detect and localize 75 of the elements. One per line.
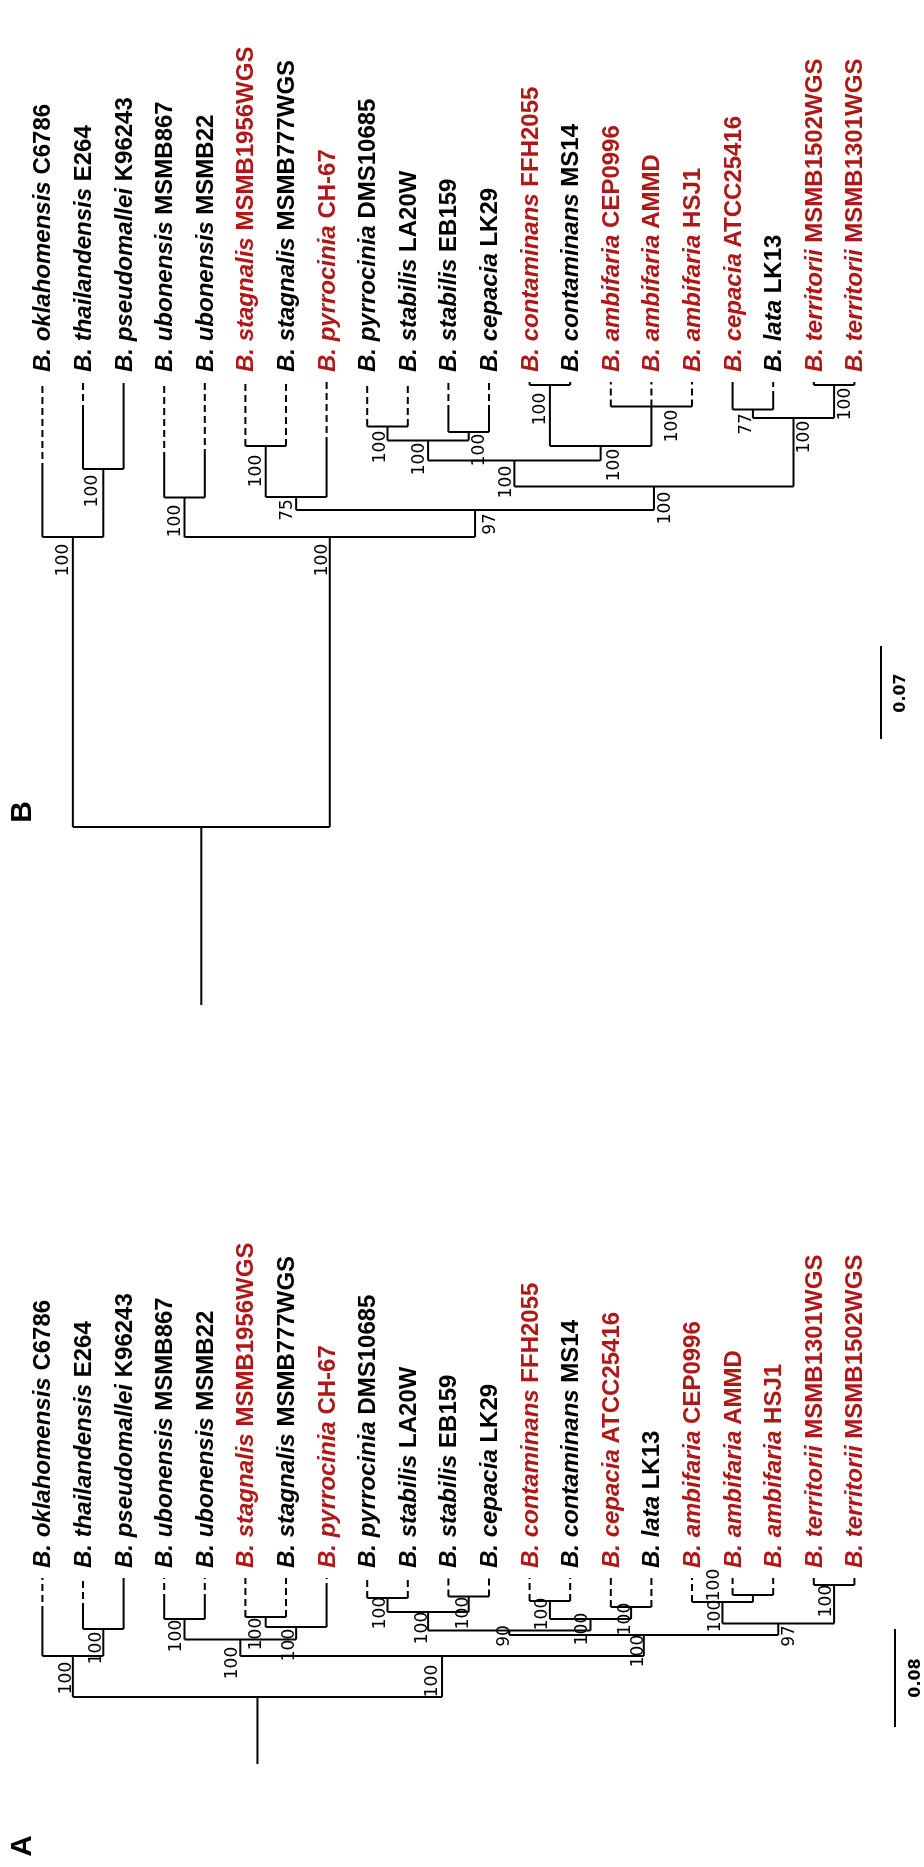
bootstrap-value: 100 bbox=[703, 1568, 723, 1602]
taxon-label: B. thailandensis E264 bbox=[69, 125, 97, 372]
bootstrap-value: 100 bbox=[81, 474, 101, 508]
taxon-label: B. territorii MSMB1301WGS bbox=[840, 58, 869, 372]
taxon-label: B. pyrrocinia CH-67 bbox=[312, 1345, 341, 1568]
taxon-label: B. pyrrocinia DMS10685 bbox=[353, 1294, 382, 1568]
taxon-label: B. stabilis LA20W bbox=[393, 1366, 422, 1568]
taxon-label: B. ambifaria AMMD bbox=[718, 1350, 747, 1568]
taxon-label: B. ubonensis MSMB22 bbox=[190, 1310, 219, 1568]
bootstrap-value: 97 bbox=[479, 513, 499, 535]
bootstrap-value: 100 bbox=[85, 1631, 105, 1665]
taxon-label: B. ambifaria CEP0996 bbox=[678, 1321, 706, 1568]
taxon-label: B. lata LK13 bbox=[759, 234, 788, 372]
bootstrap-value: 100 bbox=[654, 491, 674, 525]
bootstrap-value: 97 bbox=[778, 1625, 798, 1647]
bootstrap-value: 100 bbox=[311, 543, 331, 577]
taxon-label: B. contaminans FFH2055 bbox=[515, 86, 544, 372]
bootstrap-value: 100 bbox=[369, 430, 389, 464]
taxon-label: B. pseudomallei K96243 bbox=[109, 97, 138, 372]
bootstrap-value: 100 bbox=[529, 392, 549, 426]
taxon-label: B. contaminans MS14 bbox=[556, 123, 585, 372]
taxon-label: B. ambifaria CEP0996 bbox=[596, 125, 625, 372]
taxon-label: B. thailandensis E264 bbox=[69, 1321, 97, 1568]
taxon-label: B. contaminans MS14 bbox=[556, 1319, 585, 1568]
taxon-label: B. stagnalis MSMB777WGS bbox=[272, 59, 300, 372]
bootstrap-value: 100 bbox=[661, 409, 681, 443]
taxon-label: B. oklahomensis C6786 bbox=[28, 103, 57, 372]
panel-label: B bbox=[4, 801, 38, 823]
taxon-label: B. ambifaria HSJ1 bbox=[759, 1363, 788, 1568]
taxon-label: B. stagnalis MSMB1956WGS bbox=[231, 46, 260, 372]
bootstrap-value: 100 bbox=[815, 1584, 835, 1618]
taxon-label: B. lata LK13 bbox=[637, 1430, 666, 1568]
bootstrap-value: 100 bbox=[408, 442, 428, 476]
scale-label: 0.08 bbox=[905, 1658, 924, 1698]
taxon-label: B. stabilis EB159 bbox=[434, 178, 463, 372]
bootstrap-value: 100 bbox=[793, 420, 813, 454]
taxon-label: B. pseudomallei K96243 bbox=[109, 1293, 138, 1568]
bootstrap-value: 100 bbox=[834, 387, 854, 421]
bootstrap-value: 90 bbox=[493, 1625, 513, 1647]
taxon-label: B. cepacia LK29 bbox=[475, 1383, 503, 1568]
bootstrap-value: 100 bbox=[495, 465, 515, 499]
bootstrap-value: 100 bbox=[165, 1619, 185, 1653]
taxon-label: B. ubonensis MSMB867 bbox=[150, 1297, 179, 1568]
taxon-label: B. contaminans FFH2055 bbox=[515, 1282, 544, 1568]
bootstrap-value: 77 bbox=[735, 413, 755, 435]
bootstrap-value: 100 bbox=[221, 1646, 241, 1680]
panel-label: A bbox=[4, 1835, 38, 1857]
taxon-label: B. ubonensis MSMB867 bbox=[150, 101, 179, 372]
taxon-label: B. stagnalis MSMB777WGS bbox=[272, 1255, 300, 1568]
bootstrap-value: 100 bbox=[421, 1664, 441, 1698]
bootstrap-value: 100 bbox=[55, 1661, 75, 1695]
taxon-label: B. ambifaria HSJ1 bbox=[678, 167, 706, 372]
taxon-label: B. cepacia LK29 bbox=[475, 187, 503, 372]
bootstrap-value: 100 bbox=[603, 448, 623, 482]
taxon-label: B. ubonensis MSMB22 bbox=[190, 114, 219, 372]
taxon-label: B. pyrrocinia DMS10685 bbox=[353, 98, 382, 372]
bootstrap-value: 100 bbox=[52, 543, 72, 577]
bootstrap-value: 100 bbox=[164, 504, 184, 538]
taxon-label: B. pyrrocinia CH-67 bbox=[312, 149, 341, 372]
bootstrap-value: 100 bbox=[411, 1611, 431, 1645]
taxon-label: B. territorii MSMB1502WGS bbox=[799, 58, 828, 372]
taxon-label: B. stabilis LA20W bbox=[393, 170, 422, 372]
bootstrap-value: 100 bbox=[245, 454, 265, 488]
taxon-label: B. stabilis EB159 bbox=[434, 1374, 463, 1568]
bootstrap-value: 75 bbox=[276, 499, 296, 521]
taxon-label: B. stagnalis MSMB1956WGS bbox=[231, 1242, 260, 1568]
scale-label: 0.07 bbox=[890, 673, 910, 713]
taxon-label: B. ambifaria AMMD bbox=[637, 154, 666, 372]
bootstrap-value: 100 bbox=[627, 1634, 647, 1668]
taxon-label: B. territorii MSMB1502WGS bbox=[840, 1254, 869, 1568]
bootstrap-value: 100 bbox=[245, 1617, 265, 1651]
taxon-label: B. territorii MSMB1301WGS bbox=[799, 1254, 828, 1568]
taxon-label: B. cepacia ATCC25416 bbox=[596, 1311, 625, 1568]
taxon-label: B. oklahomensis C6786 bbox=[28, 1299, 57, 1568]
taxon-label: B. cepacia ATCC25416 bbox=[718, 115, 747, 372]
